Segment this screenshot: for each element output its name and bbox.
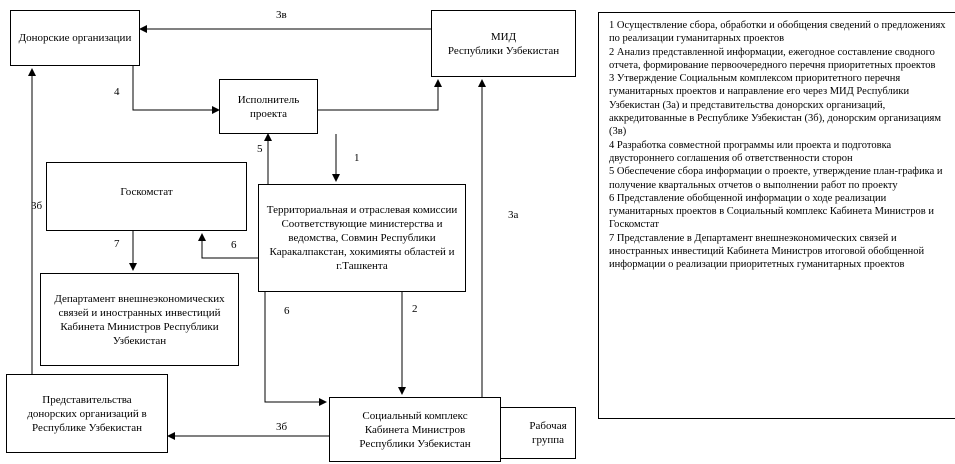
legend-item-1: 1 Осуществление сбора, обработки и обобщ… (609, 20, 946, 45)
arrow-6-left (198, 233, 258, 259)
territorial-members: Соответствующие министерства и ведомства… (269, 218, 455, 272)
donors-label: Донорские организации (18, 32, 132, 44)
legend-item-6: 6 Представление обобщенной информации о … (609, 192, 934, 231)
mid-subtitle: Республики Узбекистан (447, 44, 560, 57)
social-line-2: Кабинета Министров (364, 423, 466, 436)
department-subtitle: Кабинета Министров Республики Узбекистан (60, 320, 219, 347)
legend-item-4: 4 Разработка совместной программы или пр… (609, 139, 892, 164)
working-group-label: Рабочая группа (529, 420, 567, 446)
mid-title: МИД (490, 30, 517, 43)
label-3v: 3в (276, 9, 287, 21)
label-6-down: 6 (284, 305, 290, 317)
arrow-4 (132, 66, 220, 114)
label-4: 4 (114, 86, 120, 98)
territorial-box: Территориальная и отраслевая комиссии Со… (258, 184, 466, 292)
donors-box: Донорские организации (10, 10, 140, 66)
label-2: 2 (412, 303, 418, 315)
label-3a: 3а (508, 209, 519, 221)
department-title: Департамент внешнеэкономических связей и… (54, 292, 225, 319)
legend-item-5: 5 Обеспечение сбора информации о проекте… (609, 166, 943, 191)
label-1: 1 (354, 152, 360, 164)
social-complex-box: Социальный комплекс Кабинета Министров Р… (329, 397, 501, 462)
label-5: 5 (257, 143, 263, 155)
mid-box: МИД Республики Узбекистан (431, 10, 576, 77)
executor-box: Исполнитель проекта (219, 79, 318, 134)
social-line-3: Республики Узбекистан (359, 437, 471, 450)
label-3b-bottom: 3б (276, 421, 288, 433)
territorial-title: Территориальная и отраслевая комиссии (266, 204, 458, 216)
goskomstat-box: Госкомстат (46, 162, 247, 231)
executor-label: Исполнитель проекта (237, 93, 300, 120)
legend-item-3: 3 Утверждение Социальным комплексом прио… (609, 73, 941, 138)
arrow-6-down (264, 292, 327, 406)
representations-label: Представительства донорских организаций … (27, 393, 147, 434)
label-7: 7 (114, 238, 120, 250)
goskomstat-label: Госкомстат (120, 186, 173, 198)
representations-box: Представительства донорских организаций … (6, 374, 168, 453)
legend-panel: 1 Осуществление сбора, обработки и обобщ… (598, 12, 955, 419)
working-group-box: Рабочая группа (500, 407, 576, 459)
legend-item-2: 2 Анализ представленной информации, ежег… (609, 46, 936, 71)
label-6-left: 6 (231, 239, 237, 251)
department-box: Департамент внешнеэкономических связей и… (40, 273, 239, 366)
label-3b-left: 3б (31, 200, 43, 212)
legend-item-7: 7 Представление в Департамент внешнеэкон… (609, 232, 925, 271)
social-title: Социальный комплекс (362, 409, 468, 422)
arrow-executor-mid (318, 79, 442, 111)
